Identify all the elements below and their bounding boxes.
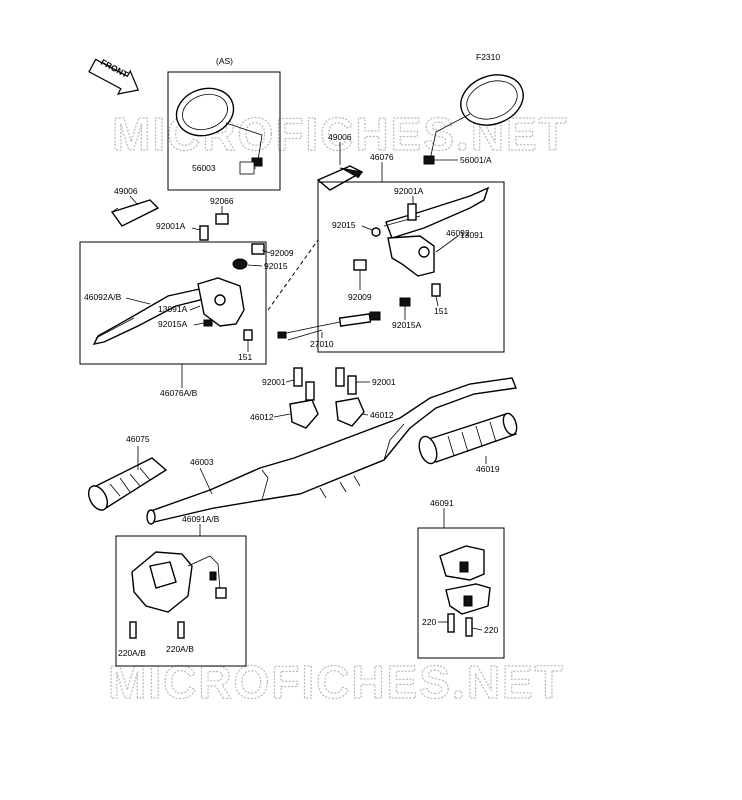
callout-92066: 92066 [210, 196, 234, 206]
callout-92015a-right: 92015A [392, 320, 422, 330]
callout-151-right: 151 [434, 306, 448, 316]
callout-56001a: 56001/A [460, 155, 492, 165]
right-lever-holder-icon [387, 235, 435, 277]
clamp-bolts-icon [293, 367, 357, 401]
callout-92009-right: 92009 [348, 292, 372, 302]
left-switch-housing-icon [131, 551, 227, 613]
callout-46091: 46091 [430, 498, 454, 508]
callout-46075: 46075 [126, 434, 150, 444]
callout-220-right: 220 [484, 625, 498, 635]
right-lever-bolts-icon [353, 203, 441, 307]
right-grip-icon [418, 412, 518, 465]
left-switch-box [115, 535, 247, 667]
callout-220ab-left: 220A/B [118, 648, 146, 658]
callout-46092: 46092 [446, 228, 470, 238]
callout-49006-left: 49006 [114, 186, 138, 196]
front-arrow-icon [88, 58, 140, 95]
callout-92009-left: 92009 [270, 248, 294, 258]
right-mirror-icon [423, 74, 524, 165]
callout-151-left: 151 [238, 352, 252, 362]
left-brake-lever-icon [92, 287, 209, 345]
callout-92015-right: 92015 [332, 220, 356, 230]
figure-code: F2310 [476, 52, 500, 62]
clutch-switch-cable-icon [277, 311, 381, 341]
callout-46019: 46019 [476, 464, 500, 474]
left-lever-box [79, 241, 267, 365]
callout-46012-right: 46012 [370, 410, 394, 420]
callout-27010: 27010 [310, 339, 334, 349]
bolt-92066-icon [215, 213, 229, 225]
callout-13091a: 13091A [158, 304, 188, 314]
callout-46092ab: 46092A/B [84, 292, 122, 302]
throttle-housing-icon [439, 545, 491, 615]
callout-92001a-left: 92001A [156, 221, 186, 231]
switch-screws-icon [129, 621, 185, 639]
callout-220-left: 220 [422, 617, 436, 627]
callout-46076: 46076 [370, 152, 394, 162]
callout-92001-left: 92001 [262, 377, 286, 387]
callout-49006-center: 49006 [328, 132, 352, 142]
lever-cover-left-icon [110, 199, 160, 227]
lever-cover-center-icon [316, 165, 364, 191]
callout-as: (AS) [216, 56, 233, 66]
left-grip-icon [87, 457, 168, 511]
callout-220ab-right: 220A/B [166, 644, 194, 654]
right-switch-box [417, 527, 505, 659]
callout-46003: 46003 [190, 457, 214, 467]
callout-46076ab: 46076A/B [160, 388, 198, 398]
callout-46012-left: 46012 [250, 412, 274, 422]
right-lever-box [317, 181, 505, 353]
left-mirror-icon [175, 87, 263, 167]
callout-92001-right: 92001 [372, 377, 396, 387]
watermark-bottom: MICROFICHES.NET [108, 656, 565, 708]
mirror-as-box [167, 71, 281, 191]
dashed-leader [267, 239, 319, 311]
handlebar-clamps-icon [289, 397, 365, 429]
left-lever-holder-icon [197, 277, 245, 327]
left-lever-bolts-icon [199, 225, 265, 341]
callout-56003: 56003 [192, 163, 216, 173]
handlebar-icon [146, 377, 517, 525]
callout-92015-left: 92015 [264, 261, 288, 271]
callout-13091-right: 13091 [460, 230, 484, 240]
callout-92015a-left: 92015A [158, 319, 188, 329]
throttle-screws-icon [447, 613, 473, 637]
callout-92001a-right: 92001A [394, 186, 424, 196]
callout-46091ab: 46091A/B [182, 514, 220, 524]
